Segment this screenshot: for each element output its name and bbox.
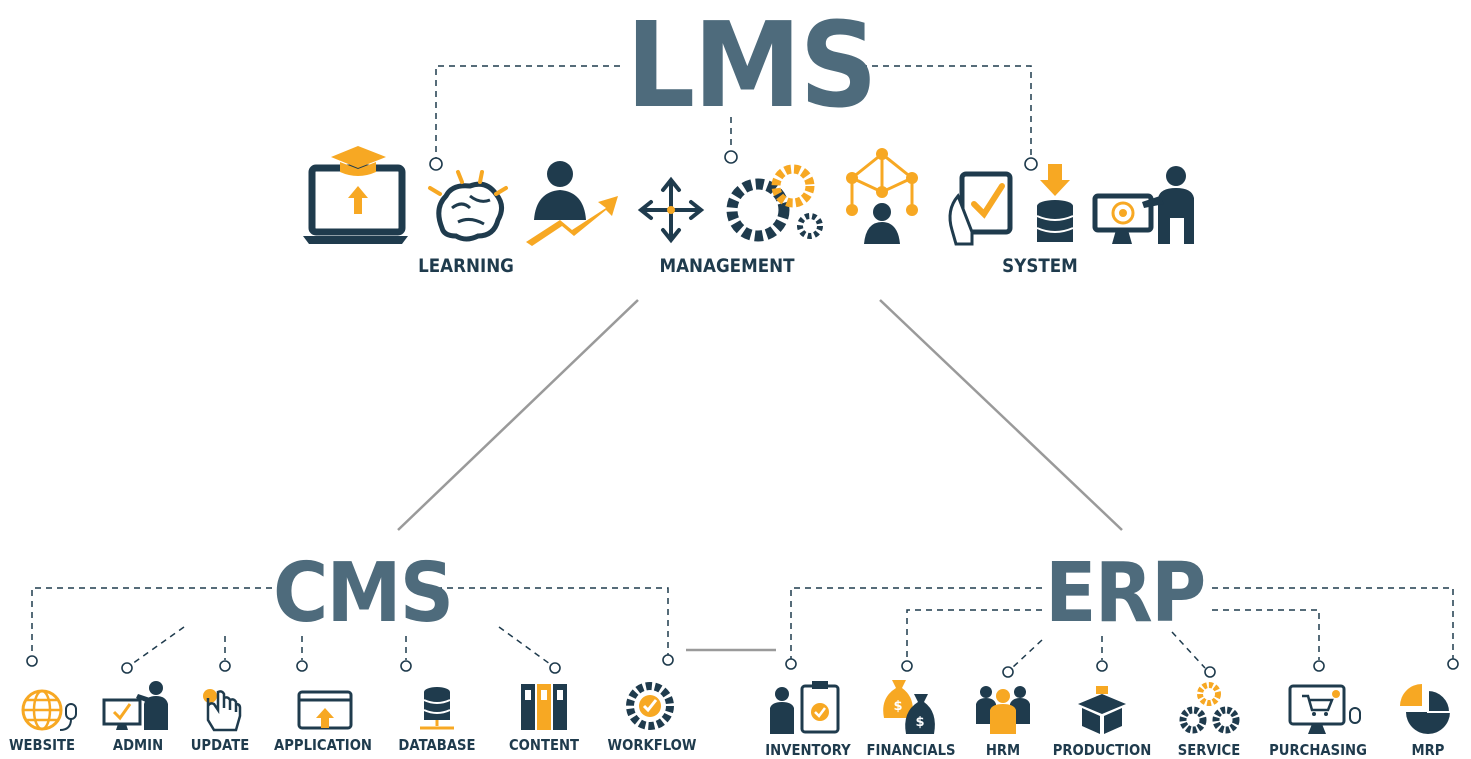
- erp-connector-service: [1171, 631, 1206, 669]
- money-bags-icon: $ $: [883, 680, 935, 734]
- erp-connector-outer-right: [1212, 587, 1454, 660]
- cms-connector-left: [31, 587, 272, 656]
- gears-icon: [726, 164, 823, 242]
- erp-item-inventory: INVENTORY: [765, 741, 851, 759]
- pie-chart-icon: [1400, 684, 1452, 734]
- management-label: MANAGEMENT: [659, 255, 795, 277]
- connectors: [31, 65, 1454, 669]
- cms-item-admin: ADMIN: [112, 736, 164, 754]
- brain-icon: [428, 170, 508, 242]
- binders-icon: [521, 684, 567, 730]
- growth-person-icon: [526, 161, 618, 246]
- cms-connector-admin: [131, 626, 185, 665]
- globe-mouse-icon: [21, 689, 77, 731]
- erp-item-production: PRODUCTION: [1052, 741, 1152, 759]
- cms-item-workflow: WORKFLOW: [607, 736, 697, 754]
- erp-connector-inner-right: [1212, 609, 1320, 660]
- erp-item-purchasing: PURCHASING: [1269, 741, 1367, 759]
- erp-item-service: SERVICE: [1177, 741, 1241, 759]
- admin-monitor-icon: [102, 681, 168, 730]
- database-icon: [420, 687, 454, 730]
- erp-item-financials: FINANCIALS: [866, 741, 956, 759]
- cms-item-update: UPDATE: [190, 736, 250, 754]
- erp-connector-inner-left: [906, 609, 1042, 660]
- target-presenter-icon: [1092, 166, 1194, 244]
- gear-check-icon: [626, 682, 674, 730]
- lms-connector-left: [435, 65, 620, 158]
- cms-title: CMS: [273, 546, 454, 641]
- cms-item-content: CONTENT: [508, 736, 580, 754]
- cms-connector-right: [436, 587, 669, 655]
- cms-item-website: WEBSITE: [8, 736, 76, 754]
- erp-connector-hrm: [1011, 639, 1043, 669]
- erp-title: ERP: [1045, 546, 1206, 641]
- team-icon: [976, 686, 1030, 734]
- browser-upload-icon: [297, 690, 353, 730]
- database-download-icon: [1036, 164, 1074, 242]
- clipboard-person-icon: [770, 681, 840, 734]
- tablet-check-icon: [948, 171, 1013, 246]
- arrows-icon: [637, 176, 705, 244]
- gear-set-icon: [1179, 682, 1240, 734]
- erp-item-hrm: HRM: [985, 741, 1021, 759]
- svg-text:$: $: [915, 715, 924, 730]
- connector-dots: [26, 150, 1459, 678]
- erp-connector-outer-left: [790, 587, 1042, 660]
- lms-connector-right: [850, 65, 1032, 158]
- erp-item-mrp: MRP: [1411, 741, 1445, 759]
- network-person-icon: [846, 148, 918, 244]
- cms-connector-content: [498, 626, 551, 665]
- box-icon: [1078, 686, 1126, 734]
- learning-label: LEARNING: [418, 255, 514, 277]
- cms-item-application: APPLICATION: [274, 736, 372, 754]
- hierarchy-lines: [397, 299, 1123, 652]
- touch-click-icon: [203, 689, 242, 732]
- system-label: SYSTEM: [1002, 255, 1078, 277]
- laptop-graduation-icon: [303, 146, 408, 244]
- svg-text:$: $: [893, 699, 902, 714]
- cms-item-database: DATABASE: [398, 736, 476, 754]
- lms-title: LMS: [626, 0, 878, 134]
- cart-monitor-icon: [1288, 684, 1361, 734]
